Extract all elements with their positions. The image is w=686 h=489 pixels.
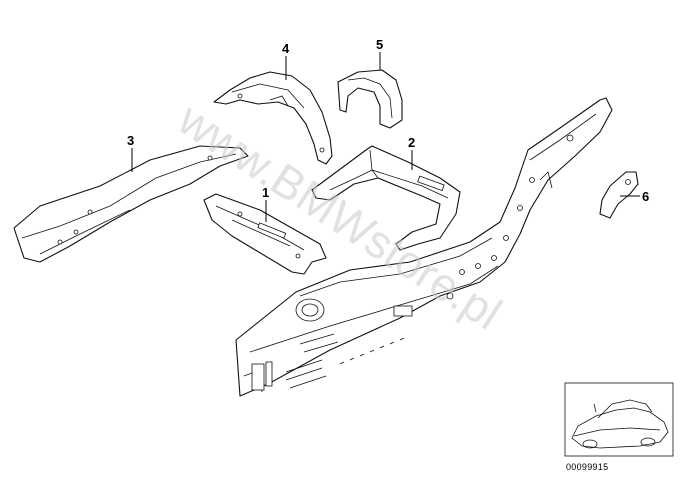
callout-6: 6 (642, 189, 649, 204)
part-2-floor-tray (311, 145, 461, 251)
callout-5: 5 (376, 37, 383, 52)
part-4-arch-bracket (213, 71, 333, 165)
callout-3: 3 (127, 133, 134, 148)
part-5-shroud (337, 69, 403, 129)
document-code: 00099915 (566, 462, 608, 472)
part-6-small-bracket (599, 171, 639, 219)
callout-2: 2 (408, 135, 415, 150)
leader-lines (131, 52, 640, 222)
callout-1: 1 (262, 185, 269, 200)
car-thumbnail (564, 382, 674, 457)
part-3-longitudinal-member (13, 145, 249, 263)
callout-4: 4 (282, 41, 290, 56)
part-1-bracket (203, 193, 327, 275)
side-panel (235, 97, 613, 397)
